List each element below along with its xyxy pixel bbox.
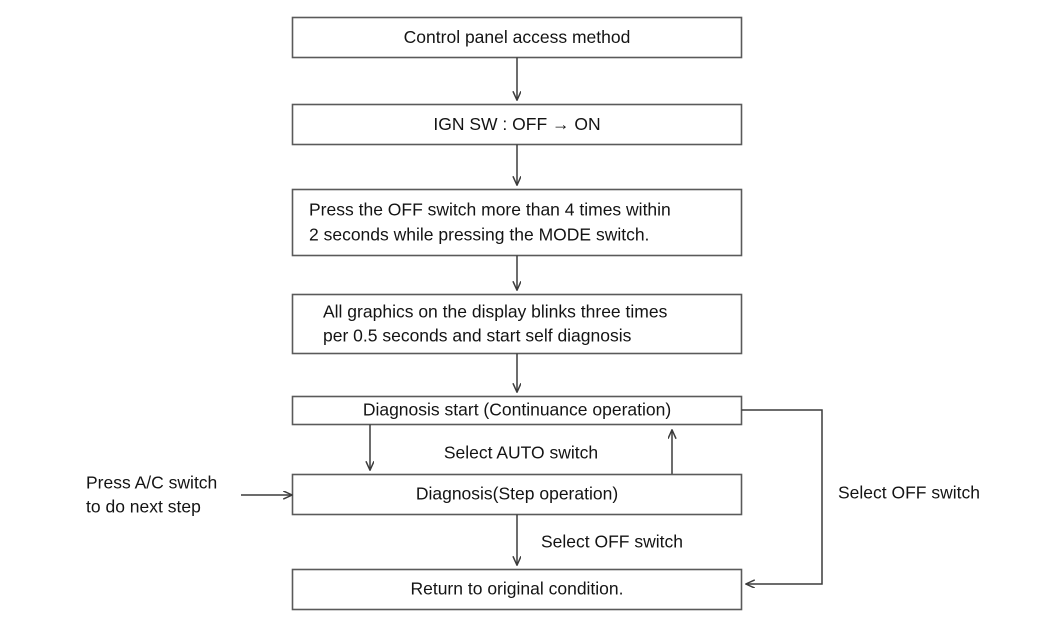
node-diagnosis-step-operation: Diagnosis(Step operation) <box>291 473 743 516</box>
node-label-line-2: 2 seconds while pressing the MODE switch… <box>309 225 649 245</box>
annotation-ac-switch-line-2: to do next step <box>86 497 201 517</box>
node-label: Control panel access method <box>404 27 631 47</box>
node-label: Diagnosis start (Continuance operation) <box>363 400 671 420</box>
node-box <box>291 16 743 59</box>
edge-n5-to-n7-off-right <box>741 409 823 584</box>
edge-label-select-auto-switch: Select AUTO switch <box>444 443 598 463</box>
node-box <box>291 188 743 257</box>
node-ign-sw: IGN SW : OFF → ON <box>291 103 743 146</box>
edge-label-select-off-switch-down: Select OFF switch <box>541 532 683 552</box>
node-box <box>291 103 743 146</box>
node-label-line-1: All graphics on the display blinks three… <box>323 302 668 322</box>
node-label-line-2: per 0.5 seconds and start self diagnosis <box>323 326 632 346</box>
node-press-off-switch: Press the OFF switch more than 4 times w… <box>291 188 743 257</box>
node-label-line-1: Press the OFF switch more than 4 times w… <box>309 200 671 220</box>
node-label: Return to original condition. <box>410 579 623 599</box>
node-box <box>291 568 743 611</box>
annotation-ac-switch-line-1: Press A/C switch <box>86 473 217 493</box>
node-label: Diagnosis(Step operation) <box>416 484 618 504</box>
node-all-graphics-blink: All graphics on the display blinks three… <box>291 293 743 355</box>
node-label: IGN SW : OFF → ON <box>433 114 600 134</box>
node-diagnosis-start: Diagnosis start (Continuance operation) <box>291 395 743 426</box>
node-return-to-original-condition: Return to original condition. <box>291 568 743 611</box>
edge-label-select-off-switch-right: Select OFF switch <box>838 483 980 503</box>
node-box <box>291 473 743 516</box>
node-control-panel-access-method: Control panel access method <box>291 16 743 59</box>
